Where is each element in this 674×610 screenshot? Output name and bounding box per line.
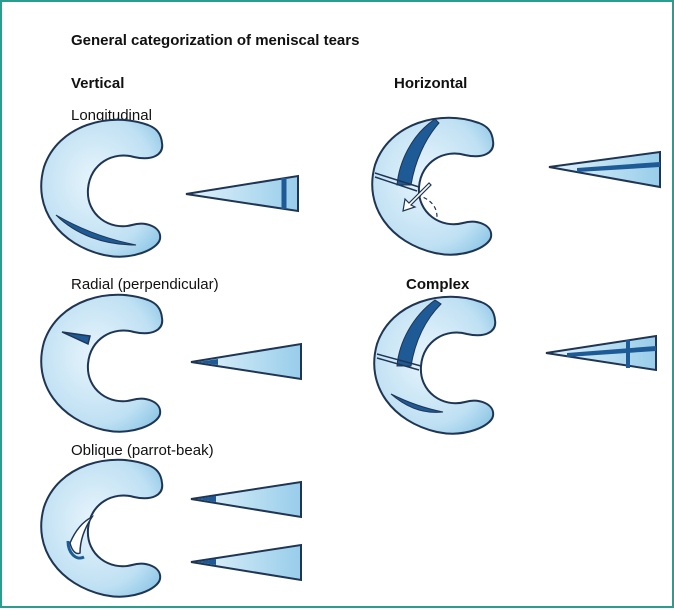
- complex-wedge-group: [546, 336, 656, 370]
- radial-meniscus: [41, 295, 162, 432]
- oblique-wedge-upper-group: [191, 482, 301, 517]
- longitudinal-wedge-group: [186, 176, 298, 211]
- complex-meniscus-group: [374, 297, 495, 434]
- complex-meniscus: [374, 297, 495, 434]
- horizontal-meniscus: [372, 118, 493, 255]
- radial-wedge-group: [191, 344, 301, 379]
- oblique-wedge-lower-group: [191, 545, 301, 580]
- horizontal-wedge-group: [549, 152, 660, 187]
- longitudinal-wedge: [186, 176, 298, 211]
- horizontal-meniscus-group: [372, 118, 493, 255]
- longitudinal-meniscus-group: [41, 120, 162, 257]
- radial-meniscus-group: [41, 295, 162, 432]
- oblique-meniscus: [41, 460, 162, 597]
- oblique-meniscus-group: [41, 460, 162, 597]
